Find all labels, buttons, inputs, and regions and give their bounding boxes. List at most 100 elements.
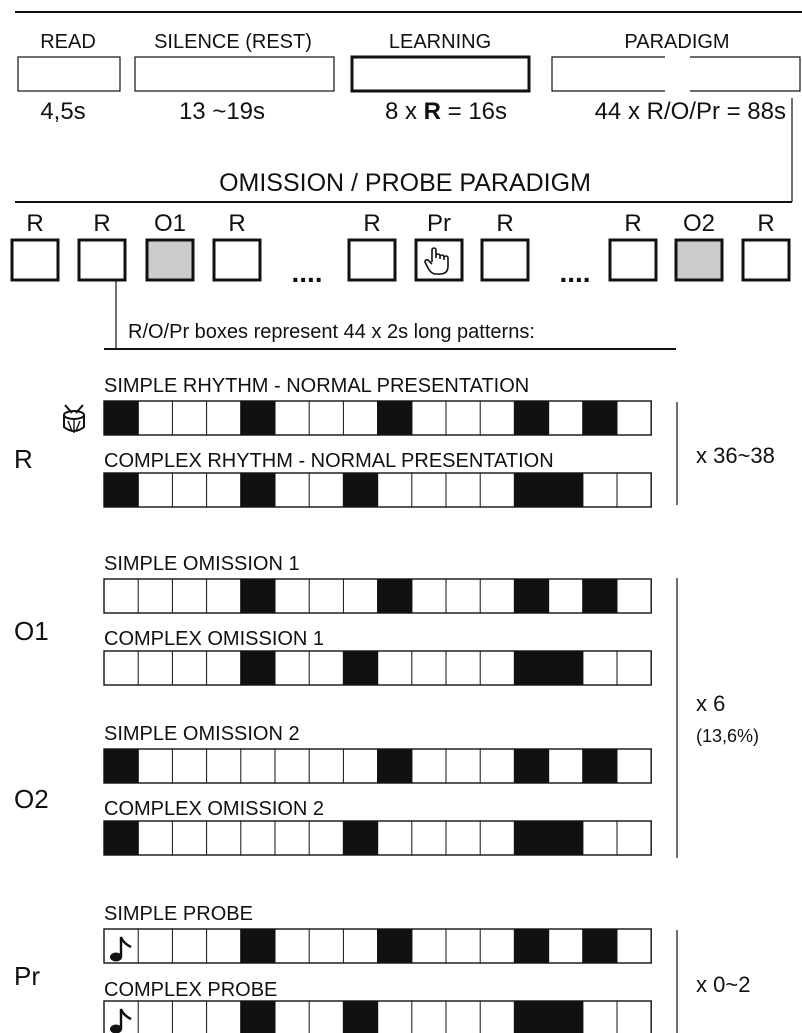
drum-icon [63, 404, 85, 433]
pattern-title: SIMPLE PROBE [104, 903, 253, 925]
music-note-icon [110, 936, 132, 962]
beat-cell-filled [582, 748, 618, 784]
sequence-ellipsis: .... [559, 257, 590, 288]
phase-duration-read: 4,5s [40, 98, 85, 125]
phase-duration-paradigm: 44 x R/O/Pr = 88s [595, 98, 786, 125]
group-label-o2: O2 [14, 784, 49, 814]
count-omission-percent: (13,6%) [696, 726, 759, 746]
beat-cell-filled [513, 748, 550, 784]
beat-cell-filled [582, 578, 618, 614]
beat-cell-filled [103, 400, 139, 436]
beat-cell-filled [103, 748, 139, 784]
pattern-row [63, 400, 652, 436]
beat-cell-filled [103, 820, 139, 856]
phase-duration-silence: 13 ~19s [179, 98, 265, 125]
beat-cell-filled [240, 928, 276, 964]
sequence-box [77, 238, 127, 282]
beat-cell-filled [377, 578, 413, 614]
beat-cell-filled [377, 400, 413, 436]
phase-box-read [17, 56, 121, 92]
phase-box-learning [350, 55, 531, 93]
pattern-title: SIMPLE RHYTHM - NORMAL PRESENTATION [104, 375, 529, 397]
phase-box-paradigm [551, 56, 801, 92]
hand-pointer-icon [424, 247, 449, 275]
beat-cell-filled [582, 928, 618, 964]
beat-cell-filled [513, 650, 550, 686]
count-r: x 36~38 [696, 443, 775, 468]
sequence-label: R [26, 210, 43, 237]
beat-cell-filled [377, 928, 413, 964]
pattern-title: SIMPLE OMISSION 2 [104, 723, 300, 745]
rhythm-patterns: SIMPLE RHYTHM - NORMAL PRESENTATION COMPL… [63, 375, 652, 1033]
sequence-label: O2 [683, 210, 715, 237]
sequence-box [10, 238, 60, 282]
sequence-box [608, 238, 658, 282]
beat-cell-filled [240, 578, 276, 614]
group-label-pr: Pr [14, 961, 40, 991]
pattern-row [103, 1000, 652, 1033]
sequence-box [480, 238, 530, 282]
pattern-row [103, 928, 652, 964]
sequence-label: R [93, 210, 110, 237]
sequence-label: O1 [154, 210, 186, 237]
count-omission: x 6 [696, 691, 725, 716]
phase-duration-learning: 8 x R = 16s [385, 98, 507, 125]
sequence-box [212, 238, 262, 282]
beat-cell-filled [548, 472, 584, 508]
count-probe: x 0~2 [696, 972, 750, 997]
pattern-row [103, 650, 652, 686]
beat-cell-filled [240, 400, 276, 436]
beat-cell-filled [513, 578, 550, 614]
sequence-ellipsis: .... [291, 257, 322, 288]
paradigm-title: OMISSION / PROBE PARADIGM [219, 169, 591, 197]
pattern-row [103, 578, 652, 614]
beat-cell-filled [513, 472, 550, 508]
pattern-title: COMPLEX OMISSION 2 [104, 798, 324, 820]
sequence-label: R [496, 210, 513, 237]
beat-cell-filled [513, 400, 550, 436]
beat-cell-filled [548, 820, 584, 856]
music-note-icon [110, 1008, 132, 1033]
phase-label-learning: LEARNING [389, 31, 491, 53]
group-label-r: R [14, 444, 33, 474]
group-label-o1: O1 [14, 616, 49, 646]
beat-cell-filled [513, 928, 550, 964]
phase-label-silence: SILENCE (REST) [154, 31, 312, 53]
beat-cell-filled [240, 472, 276, 508]
phase-label-read: READ [40, 31, 96, 53]
sequence-label: R [624, 210, 641, 237]
beat-cell-filled [342, 472, 379, 508]
beat-cell-filled [513, 1000, 550, 1033]
beat-cell-filled [377, 748, 413, 784]
phase-box-silence [134, 56, 335, 92]
sequence-label: R [363, 210, 380, 237]
beat-cell-filled [548, 1000, 584, 1033]
beat-cell-filled [103, 472, 139, 508]
sequence-label: R [228, 210, 245, 237]
beat-cell-filled [513, 820, 550, 856]
sequence-box [145, 238, 195, 282]
sequence-box [674, 238, 724, 282]
beat-cell-filled [342, 650, 379, 686]
pattern-title: COMPLEX PROBE [104, 979, 277, 1001]
sequence-label: Pr [427, 210, 451, 237]
beat-cell-filled [342, 820, 379, 856]
sequence-box [347, 238, 397, 282]
pattern-title: SIMPLE OMISSION 1 [104, 553, 300, 575]
pattern-row [103, 748, 652, 784]
beat-cell-filled [342, 1000, 379, 1033]
beat-cell-filled [582, 400, 618, 436]
sequence-box [741, 238, 791, 282]
pattern-title: COMPLEX OMISSION 1 [104, 628, 324, 650]
sequence-box [414, 238, 464, 282]
beat-cell-filled [240, 1000, 276, 1033]
beat-cell-filled [548, 650, 584, 686]
pattern-title: COMPLEX RHYTHM - NORMAL PRESENTATION [104, 450, 554, 472]
pattern-note: R/O/Pr boxes represent 44 x 2s long patt… [128, 321, 535, 343]
pattern-row [103, 820, 652, 856]
beat-cell-filled [240, 650, 276, 686]
phase-label-paradigm: PARADIGM [624, 31, 729, 53]
pattern-row [103, 472, 652, 508]
